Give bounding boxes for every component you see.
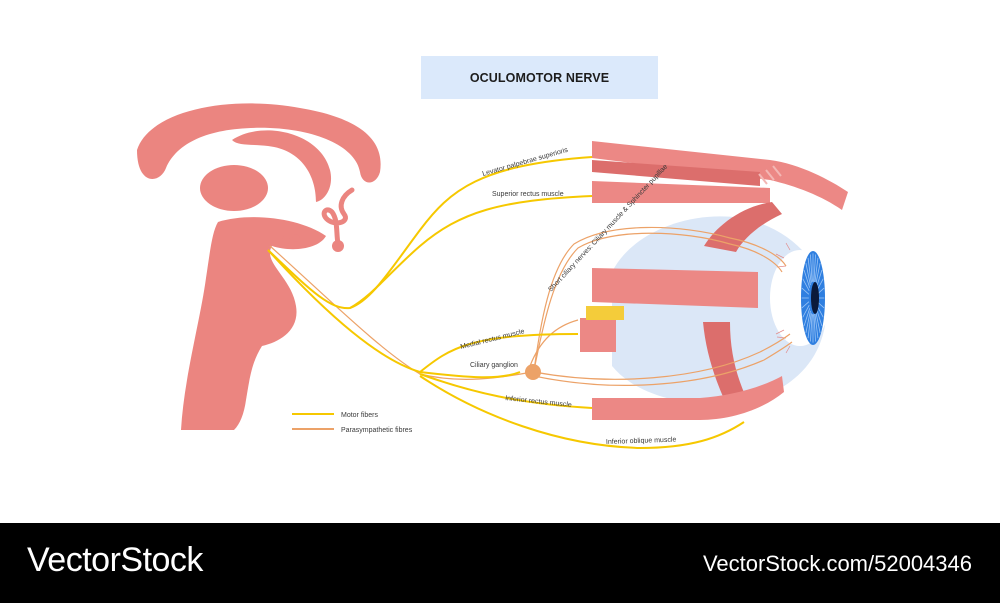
iris-ray (802, 304, 810, 318)
iris-ray (807, 312, 812, 339)
oculomotor-diagram: Levator palpebrae superioris Superior re… (137, 103, 848, 450)
stock-id-watermark: VectorStock.com/52004346 (702, 551, 972, 576)
label-medial-rectus: Medial rectus muscle (460, 328, 526, 351)
legend-label-parasympathetic: Parasympathetic fibres (341, 427, 413, 434)
iris-ray (805, 310, 811, 333)
levator-palpebrae-band (592, 160, 760, 186)
superior-rectus-muscle (592, 181, 770, 203)
eye-illustration (612, 216, 830, 404)
brainstem-node (292, 234, 300, 242)
label-superior-rectus: Superior rectus muscle (492, 191, 564, 198)
fornix (232, 130, 332, 202)
iris-ray (810, 314, 813, 342)
iris-ray (813, 314, 816, 342)
legend-label-motor: Motor fibers (341, 412, 378, 419)
footer-bar: VectorStock VectorStock.com/52004346 (0, 523, 1000, 603)
eyeball (612, 216, 827, 404)
thalamus (200, 165, 268, 211)
title-box: OCULOMOTOR NERVE (421, 56, 658, 99)
brain-illustration (137, 103, 381, 430)
iris-ray (802, 278, 810, 292)
page-title: OCULOMOTOR NERVE (469, 70, 610, 85)
superior-rectus-insertion (704, 202, 782, 252)
iris-ray (814, 312, 819, 339)
medial-rectus-muscle (592, 268, 758, 308)
iris-ray (801, 287, 810, 295)
motor-fibers (267, 156, 745, 450)
brainstem (181, 217, 326, 430)
iris-ray (813, 254, 816, 282)
iris-ray (801, 301, 810, 309)
medial-rectus-muscle-front (580, 318, 616, 352)
corpus-callosum (137, 103, 381, 183)
iris-ray (805, 263, 811, 286)
pupil (811, 282, 819, 314)
extraocular-muscles (580, 141, 848, 420)
ciliary-ganglion-node (525, 364, 541, 380)
inferior-rectus-muscle (592, 376, 784, 420)
legend: Motor fibers Parasympathetic fibres (292, 412, 413, 434)
optic-nerve-marker (586, 306, 624, 320)
iris-ray (810, 254, 813, 282)
label-inferior-oblique: Inferior oblique muscle (606, 437, 677, 446)
brand-logo: VectorStock (27, 541, 203, 579)
iris-ray (814, 257, 819, 284)
iris-ray (803, 308, 811, 326)
pituitary-stalk (321, 187, 355, 247)
iris-ray (815, 310, 821, 333)
iris-ray (803, 270, 811, 288)
label-levator: Levator palpebrae superioris (482, 147, 570, 178)
iris-ray (815, 263, 821, 286)
pituitary-gland (332, 240, 344, 252)
levator-palpebrae-muscle (592, 141, 848, 210)
sclera-vessels (775, 242, 791, 354)
tendon-marks (758, 165, 782, 185)
iris-ray (807, 257, 812, 284)
label-ciliary-ganglion: Ciliary ganglion (470, 362, 518, 369)
brainstem-node (282, 236, 290, 244)
label-inferior-rectus: Inferior rectus muscle (505, 395, 572, 409)
